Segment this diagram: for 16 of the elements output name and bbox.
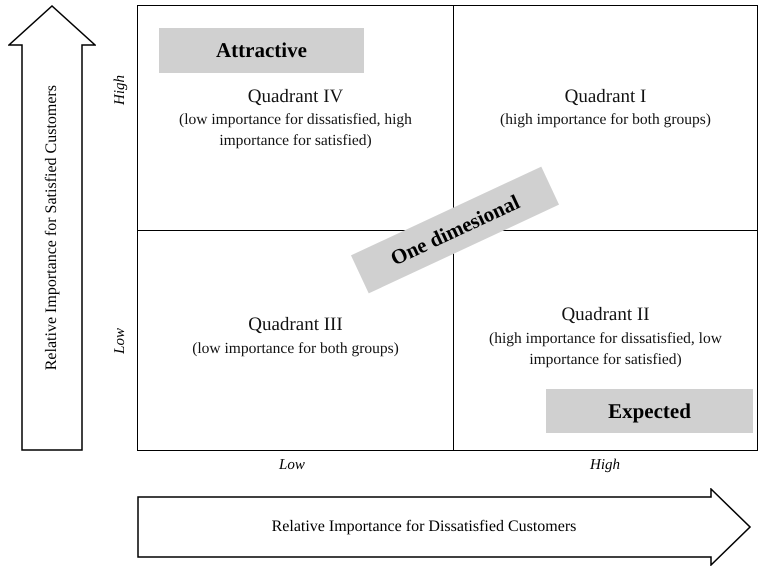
quadrant-description: (high importance for dissatisfied, low importance for satisfied): [488, 329, 723, 370]
category-label: Attractive: [159, 28, 364, 73]
quadrant-title: Quadrant IV: [248, 86, 344, 108]
quadrant-description: (high importance for both groups): [500, 110, 711, 130]
category-label: Expected: [546, 389, 753, 433]
quadrant-description: (low importance for both groups): [192, 339, 399, 359]
quadrant-title: Quadrant III: [248, 314, 343, 336]
quadrant-title: Quadrant I: [564, 86, 646, 108]
axis-title: Relative Importance for Dissatisfied Customers: [272, 518, 576, 536]
quadrant-title: Quadrant II: [561, 304, 650, 326]
axis-tick-label: Low: [279, 457, 305, 474]
axis-tick-label: High: [112, 75, 129, 105]
quadrant-description: (low importance for dissatisfied, high importance for satisfied): [178, 110, 413, 151]
axis-title: Relative Importance for Satisfied Customers: [43, 85, 61, 371]
axis-tick-label: High: [590, 457, 620, 474]
axis-tick-label: Low: [112, 328, 129, 354]
